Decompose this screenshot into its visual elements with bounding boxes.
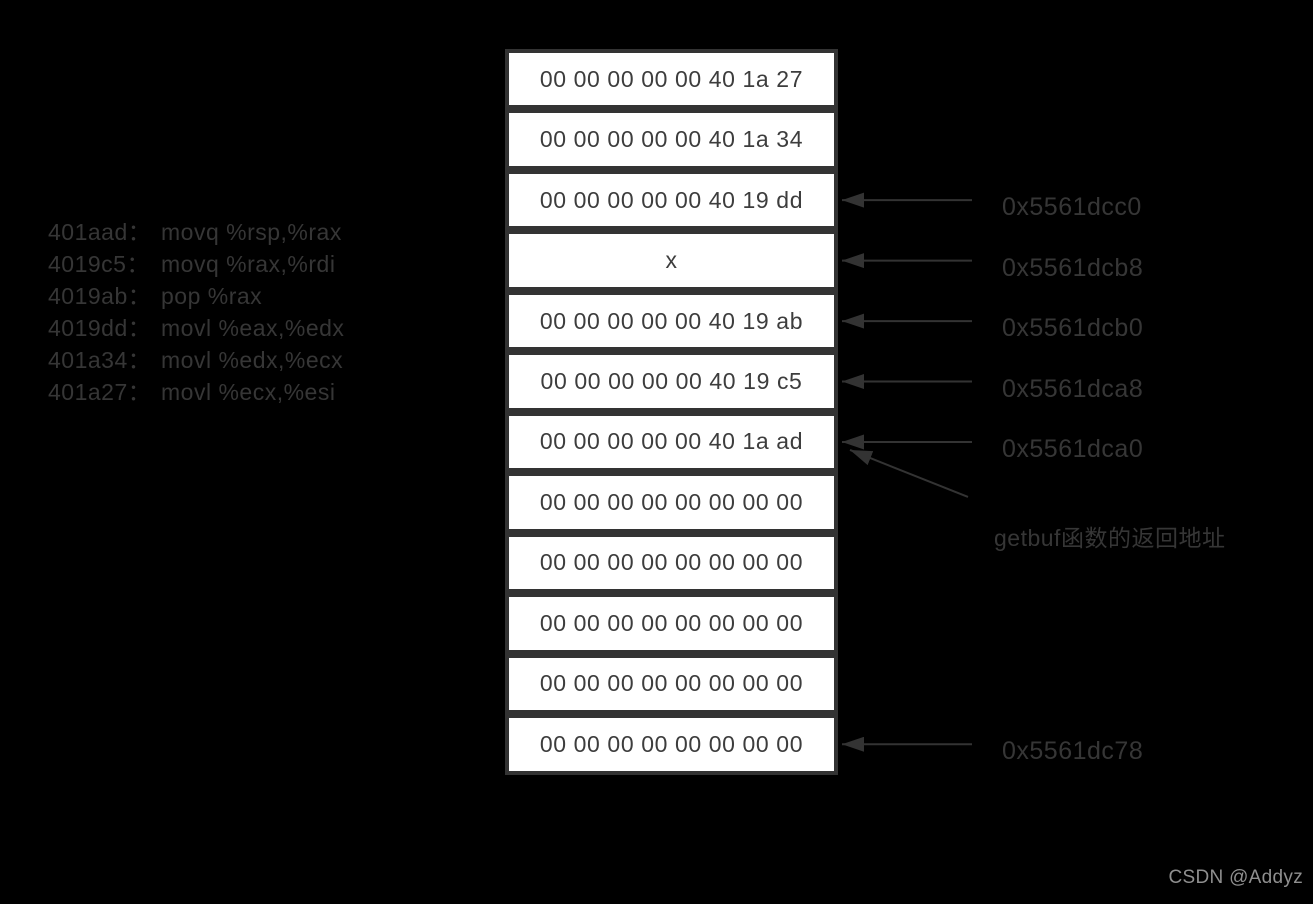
- asm-instruction: movq %rsp,%rax: [161, 219, 342, 245]
- stack-cell-value: 00 00 00 00 00 00 00 00: [539, 609, 804, 636]
- stack-cell: x: [505, 230, 838, 291]
- asm-line: 4019ab： pop %rax: [48, 280, 344, 312]
- asm-line: 401a34： movl %edx,%ecx: [48, 344, 344, 376]
- asm-instruction: movq %rax,%rdi: [161, 251, 336, 277]
- watermark: CSDN @Addyz: [1168, 867, 1303, 888]
- asm-line: 401a27： movl %ecx,%esi: [48, 376, 344, 408]
- stack-cell-value: 00 00 00 00 00 00 00 00: [539, 730, 804, 757]
- asm-instruction: movl %ecx,%esi: [161, 379, 336, 405]
- stack-cell-value: 00 00 00 00 00 40 1a ad: [539, 428, 804, 455]
- stack-cell: 00 00 00 00 00 40 19 c5: [505, 351, 838, 412]
- stack-cell-value: x: [665, 247, 678, 274]
- stack-cell-value: 00 00 00 00 00 40 1a 34: [539, 126, 804, 153]
- stack-cell: 00 00 00 00 00 40 1a 34: [505, 109, 838, 170]
- stack-cell-value: 00 00 00 00 00 40 19 ab: [539, 307, 804, 334]
- address-label: 0x5561dcb0: [1002, 314, 1144, 343]
- asm-instruction: pop %rax: [161, 283, 263, 309]
- address-label: 0x5561dca8: [1002, 374, 1144, 403]
- asm-address: 401a34：: [48, 347, 152, 373]
- stack-cell: 00 00 00 00 00 00 00 00: [505, 472, 838, 533]
- address-label: 0x5561dc78: [1002, 737, 1144, 766]
- stack-cell-value: 00 00 00 00 00 40 1a 27: [539, 65, 804, 92]
- stack-cell: 00 00 00 00 00 00 00 00: [505, 593, 838, 654]
- asm-address: 4019c5：: [48, 251, 150, 277]
- stack-cell-value: 00 00 00 00 00 40 19 dd: [539, 186, 804, 213]
- note-arrow: [849, 449, 969, 498]
- asm-line: 401aad： movq %rsp,%rax: [48, 216, 344, 248]
- stack-cell-value: 00 00 00 00 00 40 19 c5: [540, 368, 803, 395]
- stack-cell: 00 00 00 00 00 00 00 00: [505, 714, 838, 775]
- stack-cell: 00 00 00 00 00 40 1a 27: [505, 49, 838, 110]
- stack-cell: 00 00 00 00 00 40 19 dd: [505, 169, 838, 231]
- stack-cell-value: 00 00 00 00 00 00 00 00: [539, 488, 804, 515]
- asm-listing: 401aad： movq %rsp,%rax 4019c5： movq %rax,%r…: [48, 216, 344, 408]
- asm-instruction: movl %edx,%ecx: [161, 347, 344, 373]
- asm-address: 401a27：: [48, 379, 152, 405]
- asm-address: 4019dd：: [48, 315, 152, 341]
- address-label: 0x5561dca0: [1002, 434, 1144, 463]
- asm-line: 4019dd： movl %eax,%edx: [48, 312, 344, 344]
- stack-cell-value: 00 00 00 00 00 00 00 00: [539, 549, 804, 576]
- asm-address: 401aad：: [48, 219, 152, 245]
- stack-cell-value: 00 00 00 00 00 00 00 00: [539, 670, 804, 697]
- stack-cell: 00 00 00 00 00 00 00 00: [505, 532, 838, 594]
- address-label: 0x5561dcb8: [1002, 253, 1144, 282]
- asm-instruction: movl %eax,%edx: [161, 315, 345, 341]
- asm-line: 4019c5： movq %rax,%rdi: [48, 248, 344, 280]
- stack-cell: 00 00 00 00 00 40 1a ad: [505, 411, 838, 473]
- note-label: getbuf函数的返回地址: [994, 524, 1226, 551]
- asm-address: 4019ab：: [48, 283, 152, 309]
- address-label: 0x5561dcc0: [1002, 193, 1142, 222]
- stack-cell: 00 00 00 00 00 40 19 ab: [505, 290, 838, 352]
- stack-cell: 00 00 00 00 00 00 00 00: [505, 653, 838, 715]
